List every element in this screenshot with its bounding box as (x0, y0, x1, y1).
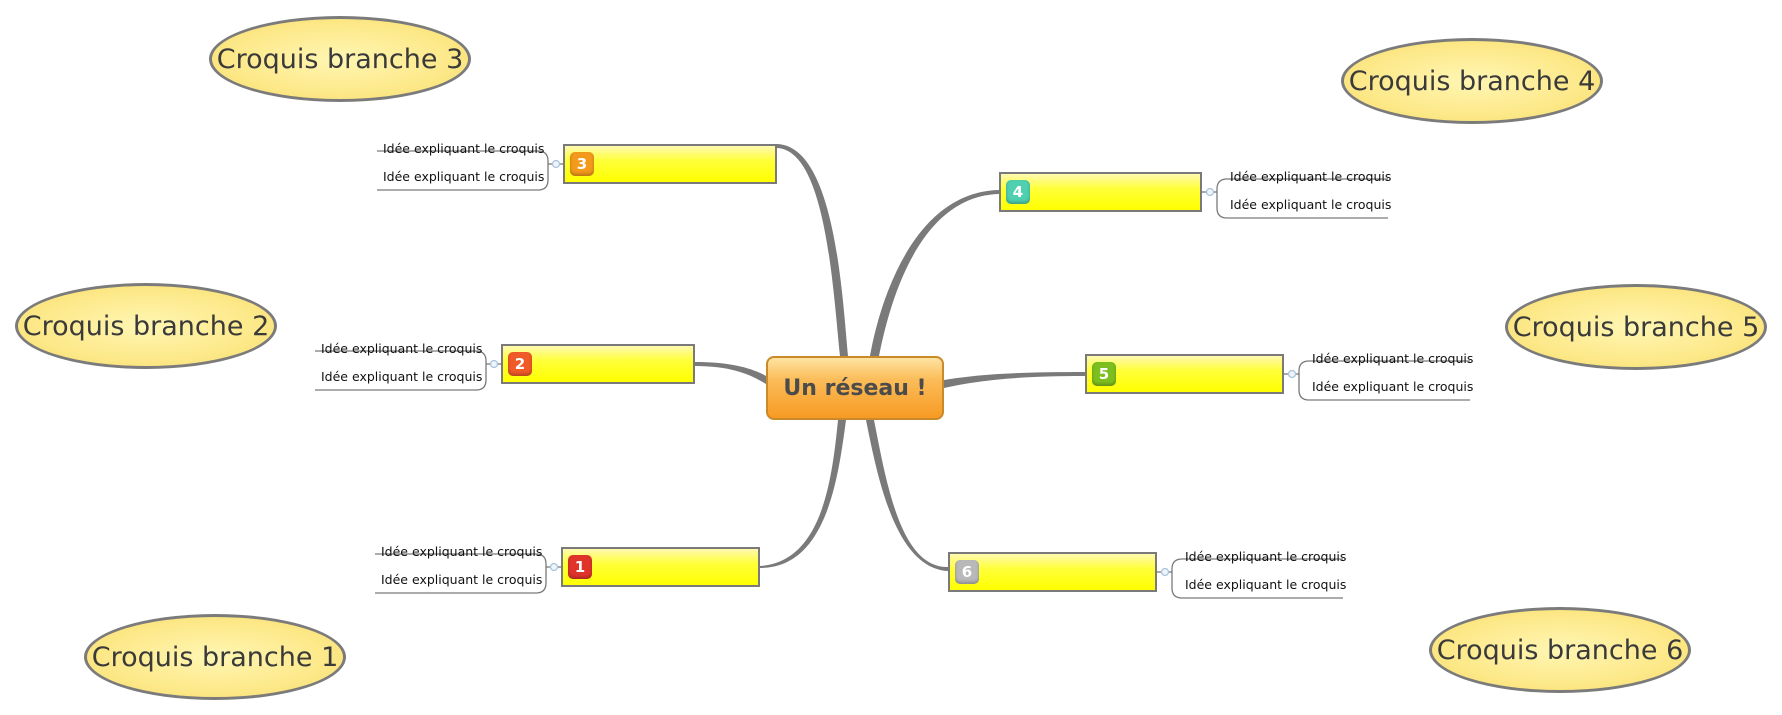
connector-branch-2 (695, 362, 766, 384)
subtopic-3-2[interactable]: Idée expliquant le croquis (383, 169, 545, 184)
subtopic-connectors-6 (1157, 558, 1343, 599)
priority-badge-5: 5 (1092, 362, 1116, 386)
central-topic-label: Un réseau ! (783, 375, 927, 401)
connector-branch-6 (866, 420, 948, 571)
subtopic-5-2[interactable]: Idée expliquant le croquis (1312, 379, 1474, 394)
subtopic-2-2[interactable]: Idée expliquant le croquis (321, 369, 483, 384)
topic-branch-3[interactable]: 3 (563, 144, 777, 184)
sketch-branch-6[interactable]: Croquis branche 6 (1429, 607, 1691, 693)
topic-branch-2[interactable]: 2 (501, 344, 695, 384)
subtopic-connectors-5 (1284, 360, 1470, 401)
priority-badge-4: 4 (1006, 180, 1030, 204)
sketch-branch-4[interactable]: Croquis branche 4 (1341, 38, 1603, 124)
topic-branch-4[interactable]: 4 (999, 172, 1202, 212)
priority-badge-3: 3 (570, 152, 594, 176)
sketch-branch-2[interactable]: Croquis branche 2 (15, 283, 277, 369)
topic-branch-5[interactable]: 5 (1085, 354, 1284, 394)
sketch-branch-5[interactable]: Croquis branche 5 (1505, 284, 1767, 370)
priority-badge-6: 6 (955, 560, 979, 584)
subtopic-6-2[interactable]: Idée expliquant le croquis (1185, 577, 1347, 592)
topic-branch-1[interactable]: 1 (561, 547, 760, 587)
priority-badge-1: 1 (568, 555, 592, 579)
subtopic-connectors-1 (375, 553, 561, 594)
central-topic[interactable]: Un réseau ! (766, 356, 944, 420)
subtopic-connectors-4 (1202, 178, 1388, 219)
subtopic-connectors-3 (377, 150, 563, 191)
subtopic-4-1[interactable]: Idée expliquant le croquis (1230, 169, 1392, 184)
subtopic-2-1[interactable]: Idée expliquant le croquis (321, 341, 483, 356)
priority-badge-2: 2 (508, 352, 532, 376)
connector-branch-3 (777, 144, 848, 356)
subtopic-6-1[interactable]: Idée expliquant le croquis (1185, 549, 1347, 564)
subtopic-4-2[interactable]: Idée expliquant le croquis (1230, 197, 1392, 212)
connector-branch-1 (760, 420, 846, 568)
subtopic-1-1[interactable]: Idée expliquant le croquis (381, 544, 543, 559)
subtopic-3-1[interactable]: Idée expliquant le croquis (383, 141, 545, 156)
sketch-branch-1[interactable]: Croquis branche 1 (84, 614, 346, 700)
subtopic-connectors-2 (315, 350, 501, 391)
topic-branch-6[interactable]: 6 (948, 552, 1157, 592)
sketch-branch-3[interactable]: Croquis branche 3 (209, 16, 471, 102)
connector-branch-5 (944, 372, 1085, 388)
subtopic-5-1[interactable]: Idée expliquant le croquis (1312, 351, 1474, 366)
subtopic-1-2[interactable]: Idée expliquant le croquis (381, 572, 543, 587)
connector-branch-4 (870, 190, 999, 356)
